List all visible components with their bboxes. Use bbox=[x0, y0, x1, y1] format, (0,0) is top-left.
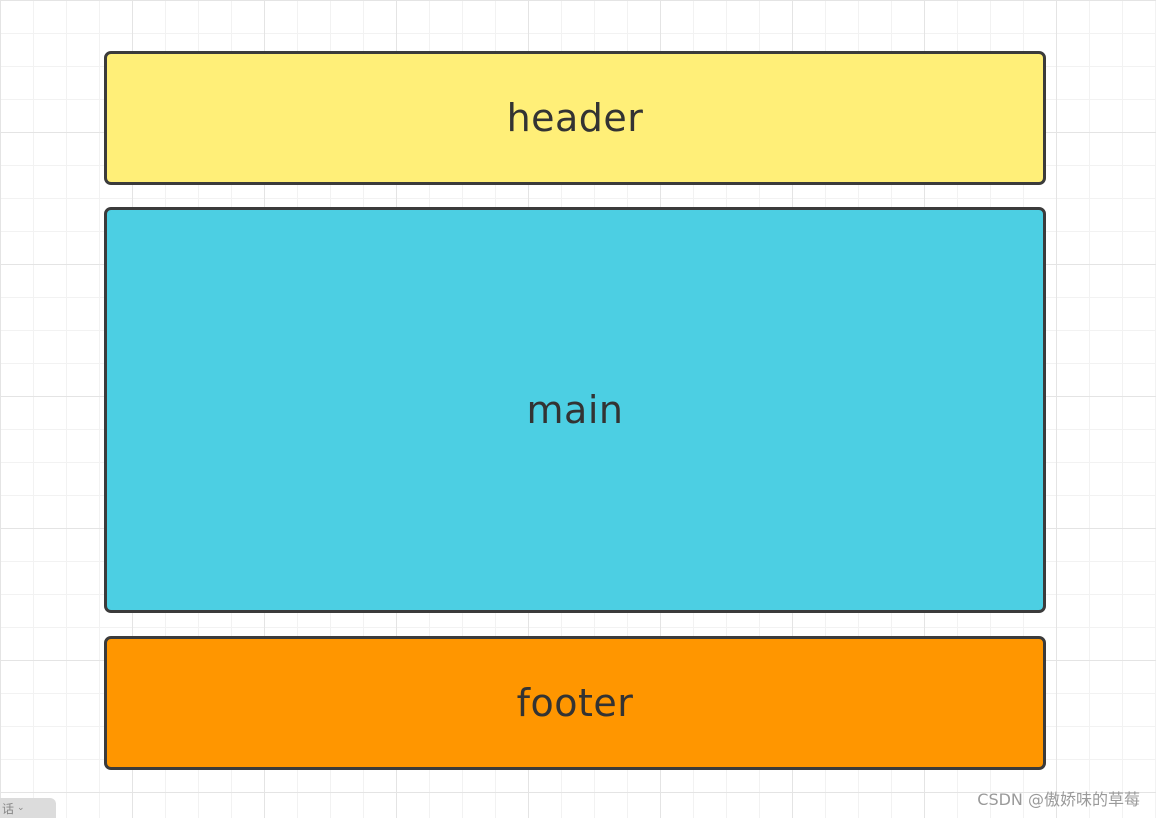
main-block: main bbox=[104, 207, 1046, 613]
watermark-text: CSDN @傲娇味的草莓 bbox=[977, 790, 1140, 809]
corner-tab[interactable]: 话 ⌄ bbox=[0, 798, 56, 818]
corner-tab-label: 话 bbox=[2, 801, 15, 816]
footer-block: footer bbox=[104, 636, 1046, 770]
header-label: header bbox=[506, 96, 644, 140]
chevron-down-icon: ⌄ bbox=[17, 803, 25, 813]
header-block: header bbox=[104, 51, 1046, 185]
main-label: main bbox=[526, 388, 624, 432]
footer-label: footer bbox=[516, 681, 634, 725]
